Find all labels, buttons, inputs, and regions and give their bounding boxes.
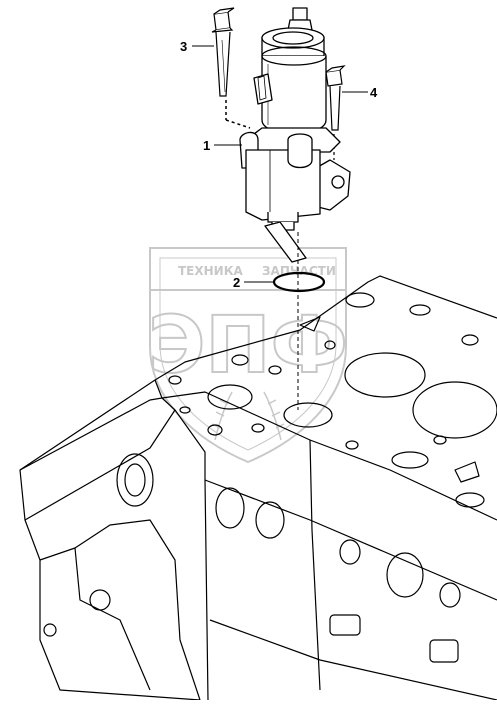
watermark-text-right: ЗАПЧАСТИ [262,264,336,278]
callout-3: 3 [180,39,188,54]
watermark-logo: ЭПФ [148,301,348,391]
bolt-3 [211,7,251,129]
leader-lines [192,45,368,283]
callout-4: 4 [370,85,378,100]
callout-1: 1 [203,138,211,153]
watermark-emblem [149,247,347,464]
watermark-text-left: ТЕХНИКА [178,264,244,278]
engine-block [19,275,497,701]
callout-2: 2 [233,275,241,290]
fuel-shutoff-solenoid [239,7,351,263]
